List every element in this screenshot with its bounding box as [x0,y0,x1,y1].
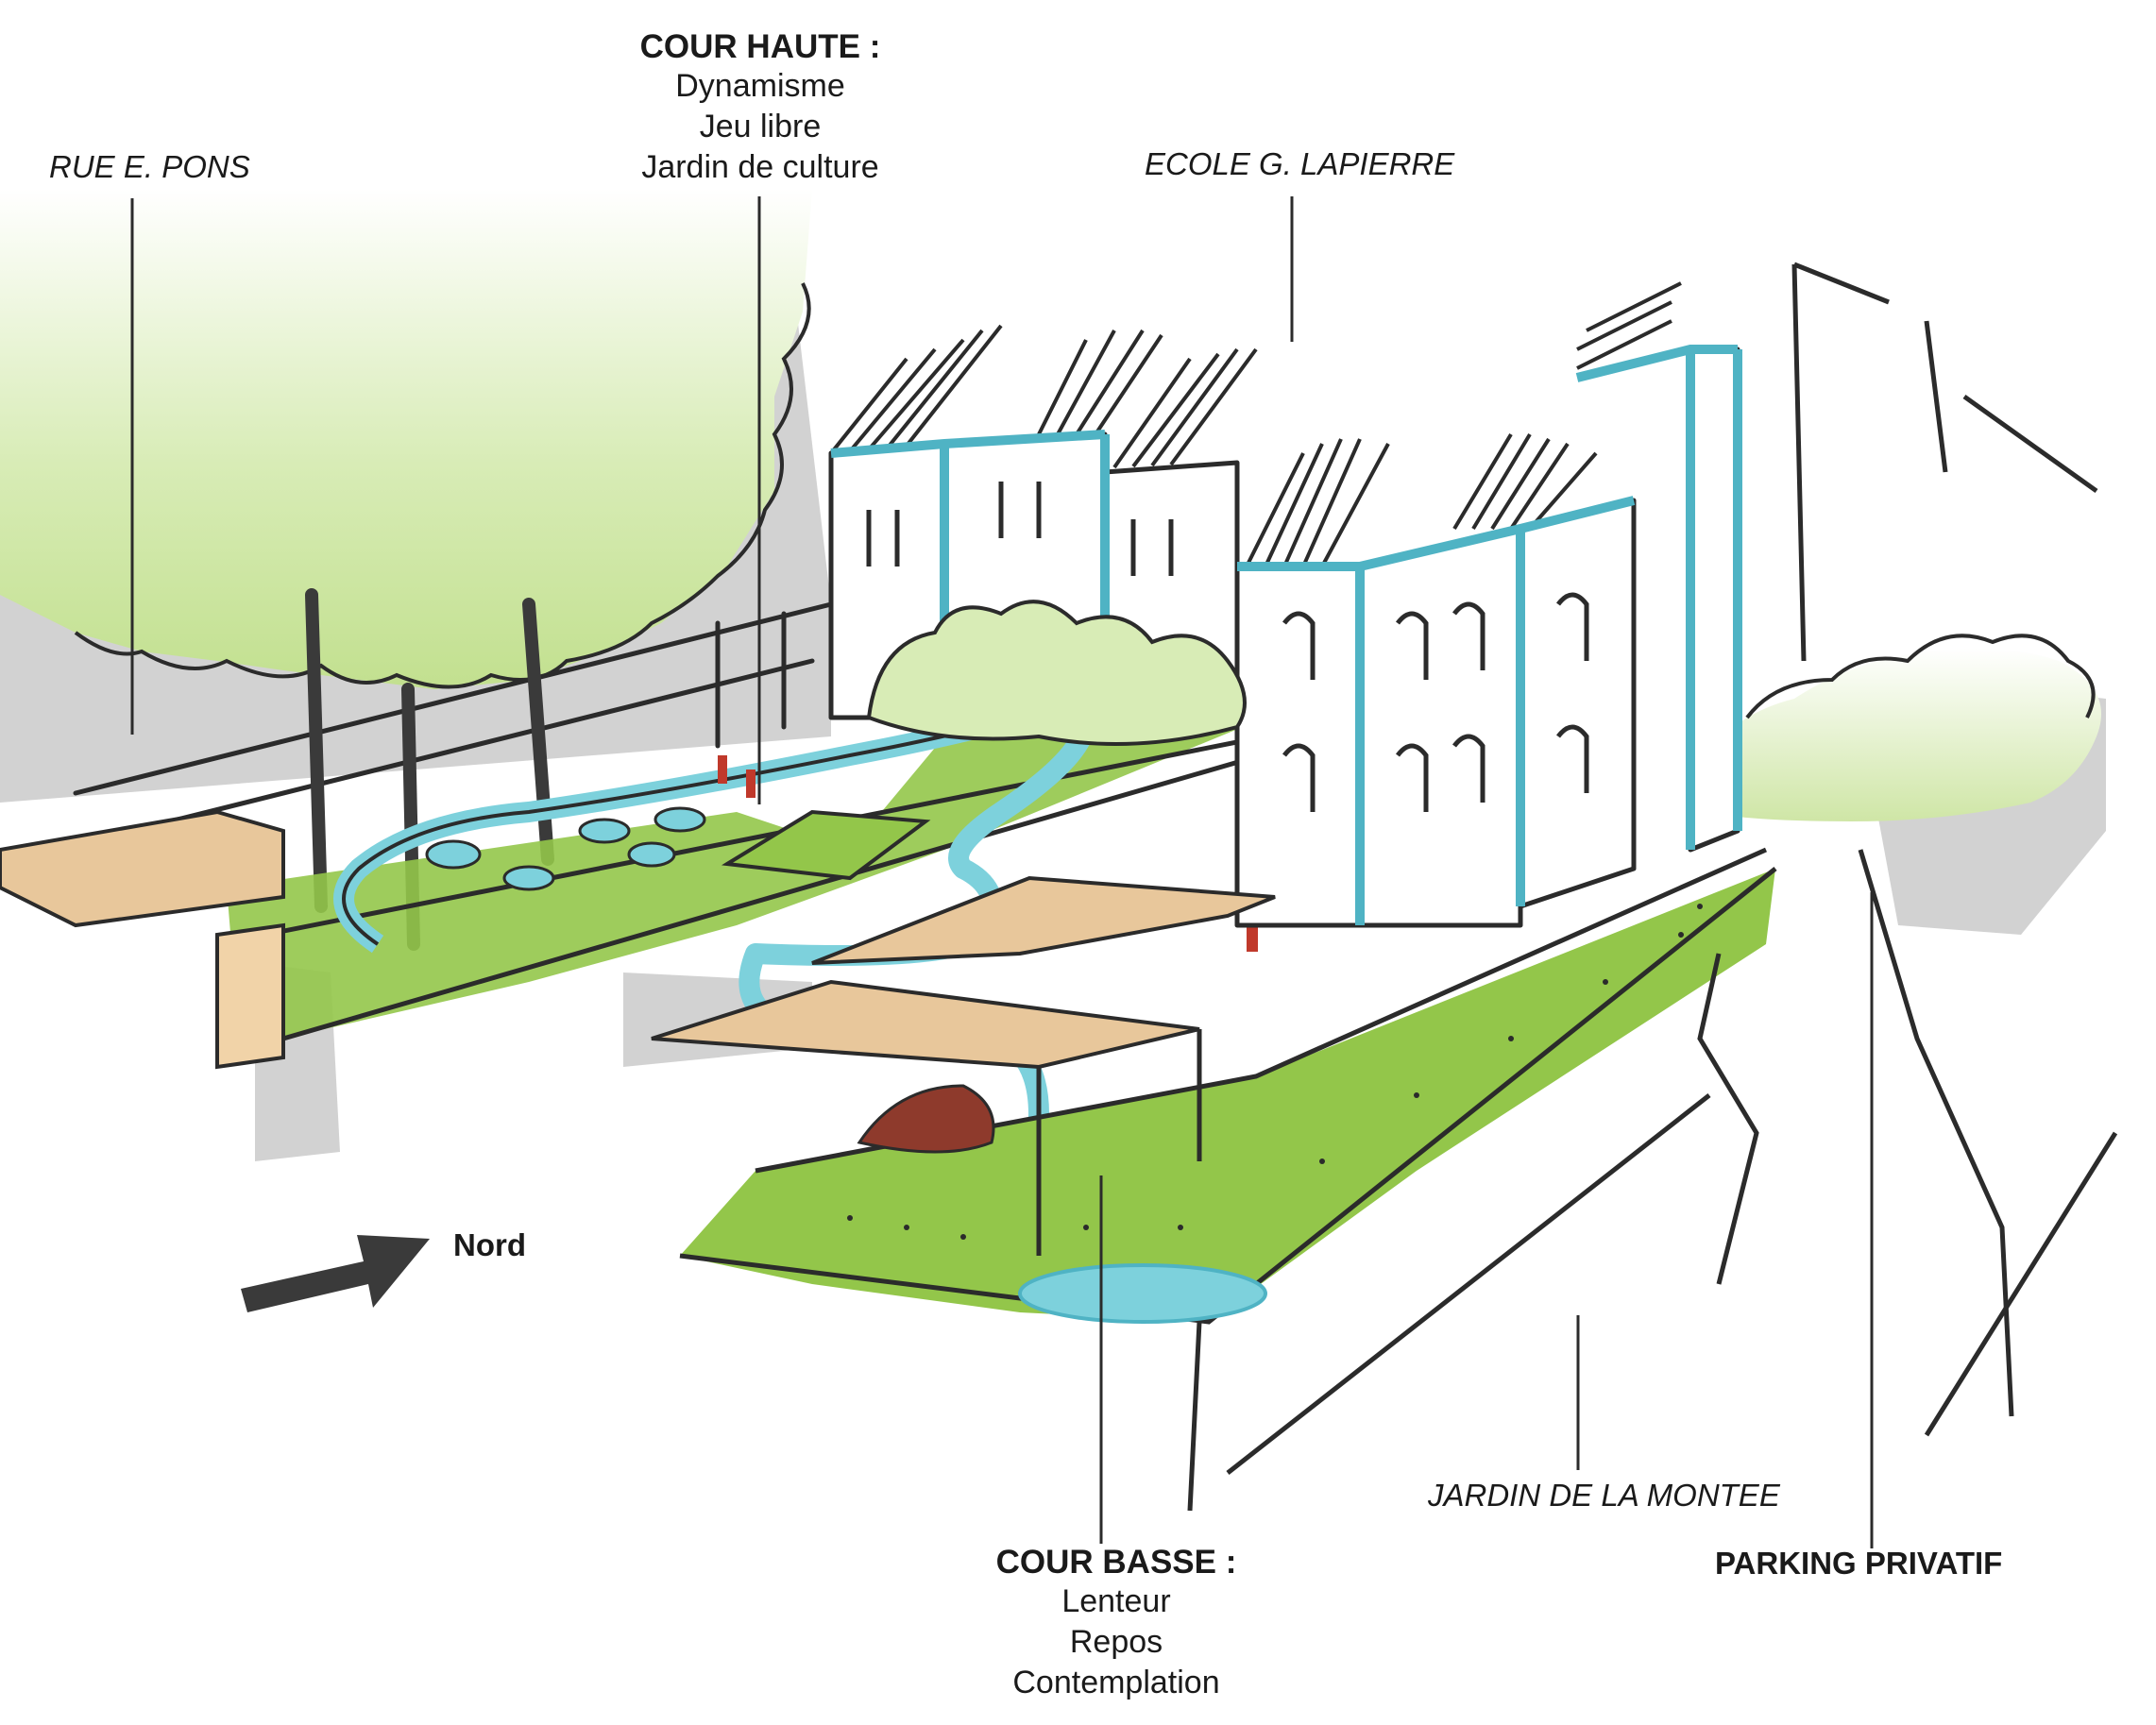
rock [857,1084,995,1154]
label-jardin: JARDIN DE LA MONTEE [1428,1478,1780,1514]
stepping-ponds [425,806,706,891]
lower-pond [1018,1263,1267,1324]
upper-lawn-outline [216,734,1295,1041]
pergola-street [0,809,285,1070]
label-cour-basse: COUR BASSE : Lenteur Repos Contemplation [984,1544,1248,1703]
cour-haute-line: Dynamisme [675,68,845,104]
lower-lawn-dots [847,904,1703,1240]
label-nord: Nord [453,1227,526,1263]
label-parking: PARKING PRIVATIF [1715,1546,2002,1581]
label-ecole-text: ECOLE G. LAPIERRE [1145,146,1455,181]
cour-basse-line: Contemplation [1012,1665,1220,1700]
cour-basse-line: Repos [1069,1624,1163,1660]
lower-lawn [680,869,1775,1322]
cour-haute-line: Jeu libre [699,109,822,144]
label-jardin-text: JARDIN DE LA MONTEE [1428,1478,1780,1513]
cour-haute-title: COUR HAUTE : [639,28,881,65]
windows [866,482,1589,812]
label-ecole: ECOLE G. LAPIERRE [1145,146,1454,182]
roof-hatching [829,281,1682,567]
vegetable-bed [721,809,931,881]
tree-canopy-right-outline [1745,634,2096,719]
tree-canopy-right [1690,648,2101,821]
leader-lines [130,196,1874,1548]
cour-haute-line: Jardin de culture [641,149,879,185]
cour-basse-title: COUR BASSE : [995,1544,1237,1581]
label-parking-text: PARKING PRIVATIF [1715,1546,2003,1581]
tree-canopy-left-outline [74,282,811,689]
north-arrow-icon [241,1235,430,1312]
label-rue-text: RUE E. PONS [49,149,250,184]
tree-canopy-left [0,189,812,689]
label-cour-haute: COUR HAUTE : Dynamisme Jeu libre Jardin … [628,28,892,188]
pergola-lower [651,875,1276,1256]
label-rue: RUE E. PONS [49,149,250,185]
label-nord-text: Nord [453,1227,526,1262]
montee-lines [1226,262,2118,1475]
courtyard-trees [866,600,1247,746]
cour-basse-line: Lenteur [1061,1583,1171,1619]
